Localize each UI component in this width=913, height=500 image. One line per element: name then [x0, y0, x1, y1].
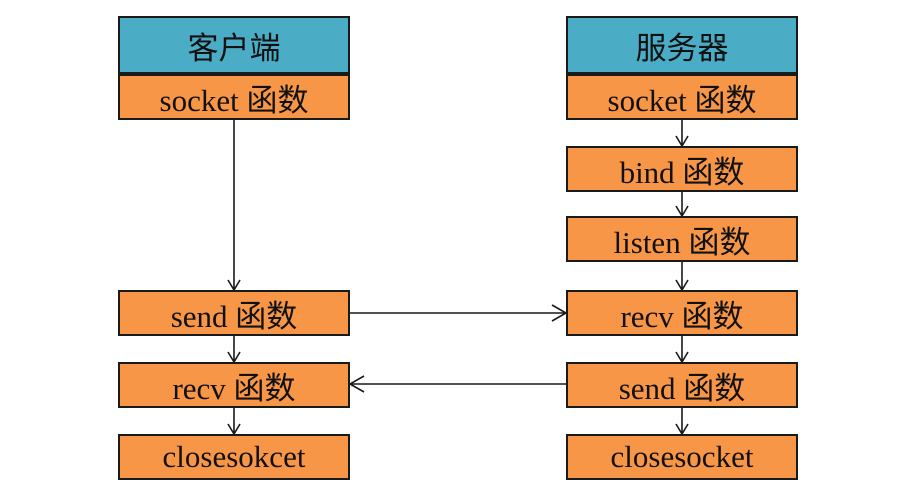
arrow-client-send-to-recv: [227, 336, 241, 364]
server-header: 服务器: [566, 16, 798, 74]
arrow-client-send-to-server-recv: [350, 304, 568, 322]
arrow-server-socket-to-bind: [675, 120, 689, 148]
arrow-server-send-to-close: [675, 408, 689, 436]
server-bind-step: bind 函数: [566, 146, 798, 192]
arrow-server-bind-to-listen: [675, 192, 689, 218]
client-send-step: send 函数: [118, 290, 350, 336]
server-send-step: send 函数: [566, 362, 798, 408]
arrow-server-send-to-client-recv: [348, 375, 566, 393]
client-socket-step: socket 函数: [118, 74, 350, 120]
server-socket-step: socket 函数: [566, 74, 798, 120]
arrow-client-recv-to-close: [227, 408, 241, 436]
server-listen-step: listen 函数: [566, 216, 798, 262]
client-header: 客户端: [118, 16, 350, 74]
server-close-step: closesocket: [566, 434, 798, 480]
arrow-client-socket-to-send: [227, 120, 241, 292]
arrow-server-listen-to-recv: [675, 262, 689, 292]
arrow-server-recv-to-send: [675, 336, 689, 364]
client-recv-step: recv 函数: [118, 362, 350, 408]
